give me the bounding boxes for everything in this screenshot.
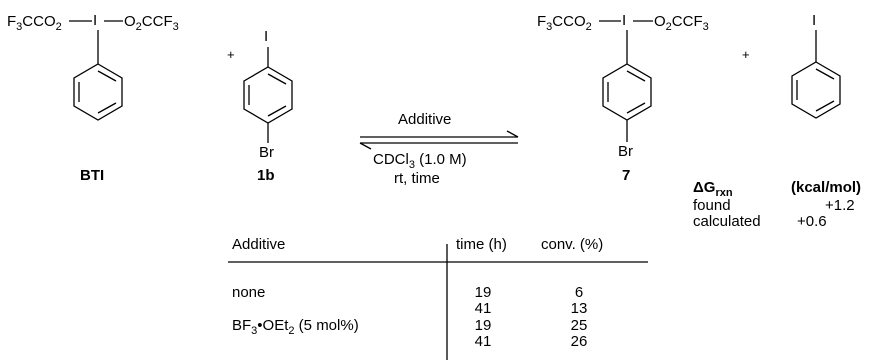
table-row-time: 19 — [474, 317, 492, 334]
bti-benzene-ring — [73, 63, 123, 121]
table-row-conversion: 25 — [570, 317, 588, 334]
table-row-additive: none — [232, 284, 266, 301]
table-row-time: 41 — [474, 300, 492, 317]
1b-label: 1b — [257, 167, 275, 184]
energy-calculated-label: calculated — [693, 213, 761, 230]
product-bromine-atom: Br — [618, 143, 633, 160]
product-right-group: O2CCF3 — [654, 13, 709, 33]
product-label: 7 — [622, 167, 631, 184]
delta-g-heading: ΔGrxn — [693, 179, 733, 199]
bti-right-group: O2CCF3 — [124, 13, 179, 33]
1b-bromine-atom: Br — [259, 144, 274, 161]
product-left-group: F3CCO2 — [537, 13, 592, 33]
product-iodine-atom: I — [622, 12, 627, 29]
table-header-time: time (h) — [456, 236, 507, 253]
bti-left-group: F3CCO2 — [7, 13, 62, 33]
product-benzene-ring — [602, 63, 652, 121]
iodobenzene-ring — [791, 61, 841, 119]
energy-calculated-value: +0.6 — [797, 213, 827, 230]
conditions-additive: Additive — [398, 111, 452, 128]
conditions-temperature-time: rt, time — [394, 170, 440, 187]
table-header-conversion: conv. (%) — [541, 236, 604, 253]
table-row-time: 41 — [474, 333, 492, 350]
table-header-additive: Additive — [232, 236, 286, 253]
conditions-solvent: CDCl3 (1.0 M) — [373, 151, 467, 171]
bti-label: BTI — [80, 167, 105, 184]
1b-benzene-ring — [243, 66, 293, 124]
energy-found-value: +1.2 — [825, 197, 855, 214]
table-row-conversion: 26 — [570, 333, 588, 350]
plus-sign-left: + — [227, 47, 235, 62]
table-row-conversion: 6 — [574, 284, 584, 301]
iodobenzene-iodine-atom: I — [812, 12, 817, 29]
table-row-conversion: 13 — [570, 300, 588, 317]
table-row-additive: BF3•OEt2 (5 mol%) — [232, 317, 359, 337]
energy-unit: (kcal/mol) — [791, 179, 862, 196]
energy-found-label: found — [693, 197, 731, 214]
1b-iodine-atom: I — [264, 28, 269, 45]
table-row-time: 19 — [474, 284, 492, 301]
bti-iodine-atom: I — [93, 12, 98, 29]
plus-sign-right: + — [742, 47, 750, 62]
